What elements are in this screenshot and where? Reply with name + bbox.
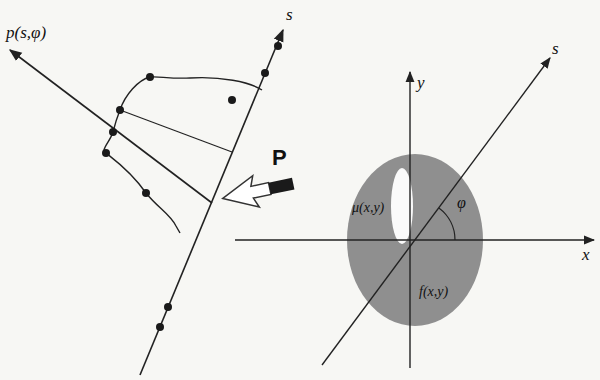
angle-label: φ [457,194,466,212]
projection-curve [104,77,262,233]
axis-label: y [417,74,425,93]
projection-arrow [219,168,296,214]
axis-label: p(s,φ) [6,24,46,43]
function-label: μ(x,y) [352,200,384,215]
p-axis [10,50,212,203]
angle-arc [439,208,455,240]
operator-label: P [272,146,287,170]
s-axis [322,58,550,365]
function-label: f(x,y) [419,284,448,299]
ray-line [120,110,232,152]
axis-label: s [552,40,559,59]
y-axis [409,72,410,368]
sample-dots [102,42,282,331]
axis-label: x [582,246,590,265]
axis-label: s [286,6,293,25]
